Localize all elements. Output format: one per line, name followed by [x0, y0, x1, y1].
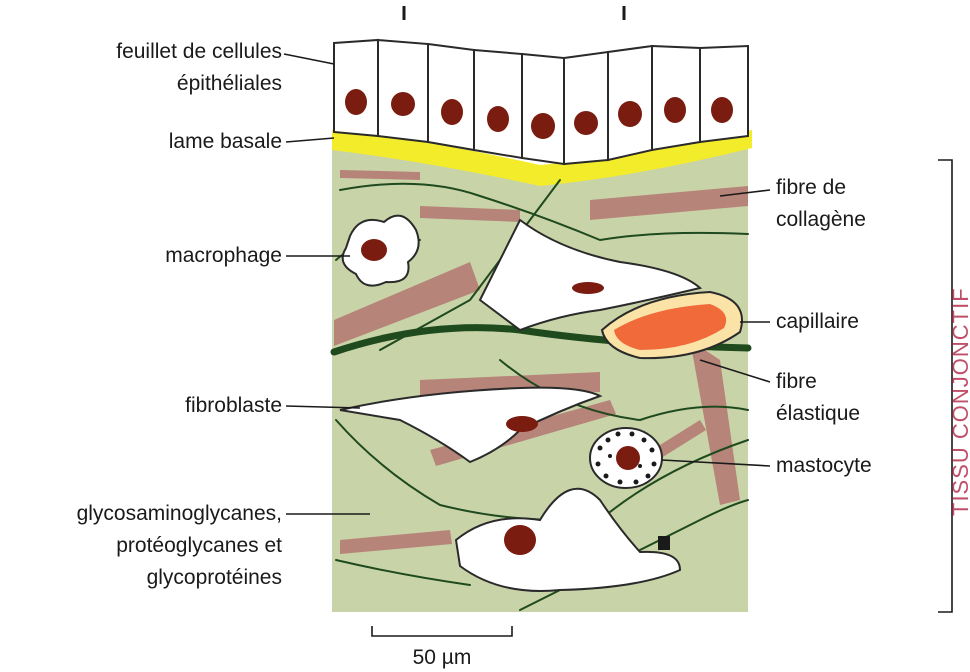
fibroblast-upper-nucleus: [572, 282, 604, 294]
granule: [604, 474, 609, 479]
granule: [646, 474, 651, 479]
label-connective-tissue: TISSU CONJONCTIF: [948, 287, 970, 516]
label-mast-cell: mastocyte: [776, 454, 872, 477]
epithelial-cell: [564, 52, 608, 164]
epithelial-cell: [522, 54, 564, 164]
label-collagen-line2: collagène: [776, 208, 866, 231]
label-capillary: capillaire: [776, 310, 859, 333]
label-macrophage: macrophage: [165, 244, 282, 267]
granule: [634, 480, 639, 485]
label-fibroblast: fibroblaste: [185, 394, 282, 417]
nucleus: [711, 97, 733, 123]
label-gag-line1: glycosaminoglycanes,: [77, 502, 282, 525]
granule: [616, 432, 621, 437]
nucleus: [531, 113, 555, 139]
nucleus: [618, 101, 642, 127]
nucleus: [441, 99, 463, 125]
granule: [650, 448, 655, 453]
epithelial-cell: [378, 40, 428, 142]
scale-bar: [372, 626, 512, 636]
granule: [652, 462, 657, 467]
mast-cell-nucleus: [616, 446, 640, 470]
nucleus: [664, 97, 686, 123]
granule: [596, 462, 601, 467]
nucleus: [487, 106, 509, 132]
epithelial-cell: [700, 46, 748, 142]
epithelial-cell: [428, 44, 474, 150]
granule: [642, 438, 647, 443]
granule: [618, 480, 623, 485]
nucleus: [391, 92, 415, 116]
fibroblast-nucleus: [506, 416, 538, 432]
leader-basal-lamina: [286, 138, 334, 142]
lower-cell-nucleus: [504, 525, 536, 555]
label-gag-line2: protéoglycanes et: [116, 534, 282, 557]
granule: [608, 454, 612, 458]
label-elastic-line2: élastique: [776, 402, 860, 425]
label-basal-lamina: lame basale: [169, 130, 282, 153]
label-elastic-line1: fibre: [776, 370, 817, 393]
dark-granule: [658, 536, 670, 550]
leader-epithelial: [284, 54, 334, 64]
epithelial-cell: [474, 50, 522, 158]
granule: [598, 446, 603, 451]
label-gag-line3: glycoprotéines: [147, 566, 282, 589]
granule: [638, 464, 642, 468]
granule: [606, 438, 611, 443]
macrophage-nucleus: [361, 239, 387, 261]
label-epithelial-sheet-line1: feuillet de cellules: [116, 40, 282, 63]
nucleus: [345, 89, 367, 115]
label-epithelial-sheet-line2: épithéliales: [177, 72, 282, 95]
epithelial-cell: [334, 40, 378, 136]
label-collagen-line1: fibre de: [776, 176, 846, 199]
label-scale-bar: 50 µm: [413, 646, 472, 669]
mast-cell: [590, 428, 662, 488]
nucleus: [574, 111, 598, 135]
granule: [630, 432, 635, 437]
